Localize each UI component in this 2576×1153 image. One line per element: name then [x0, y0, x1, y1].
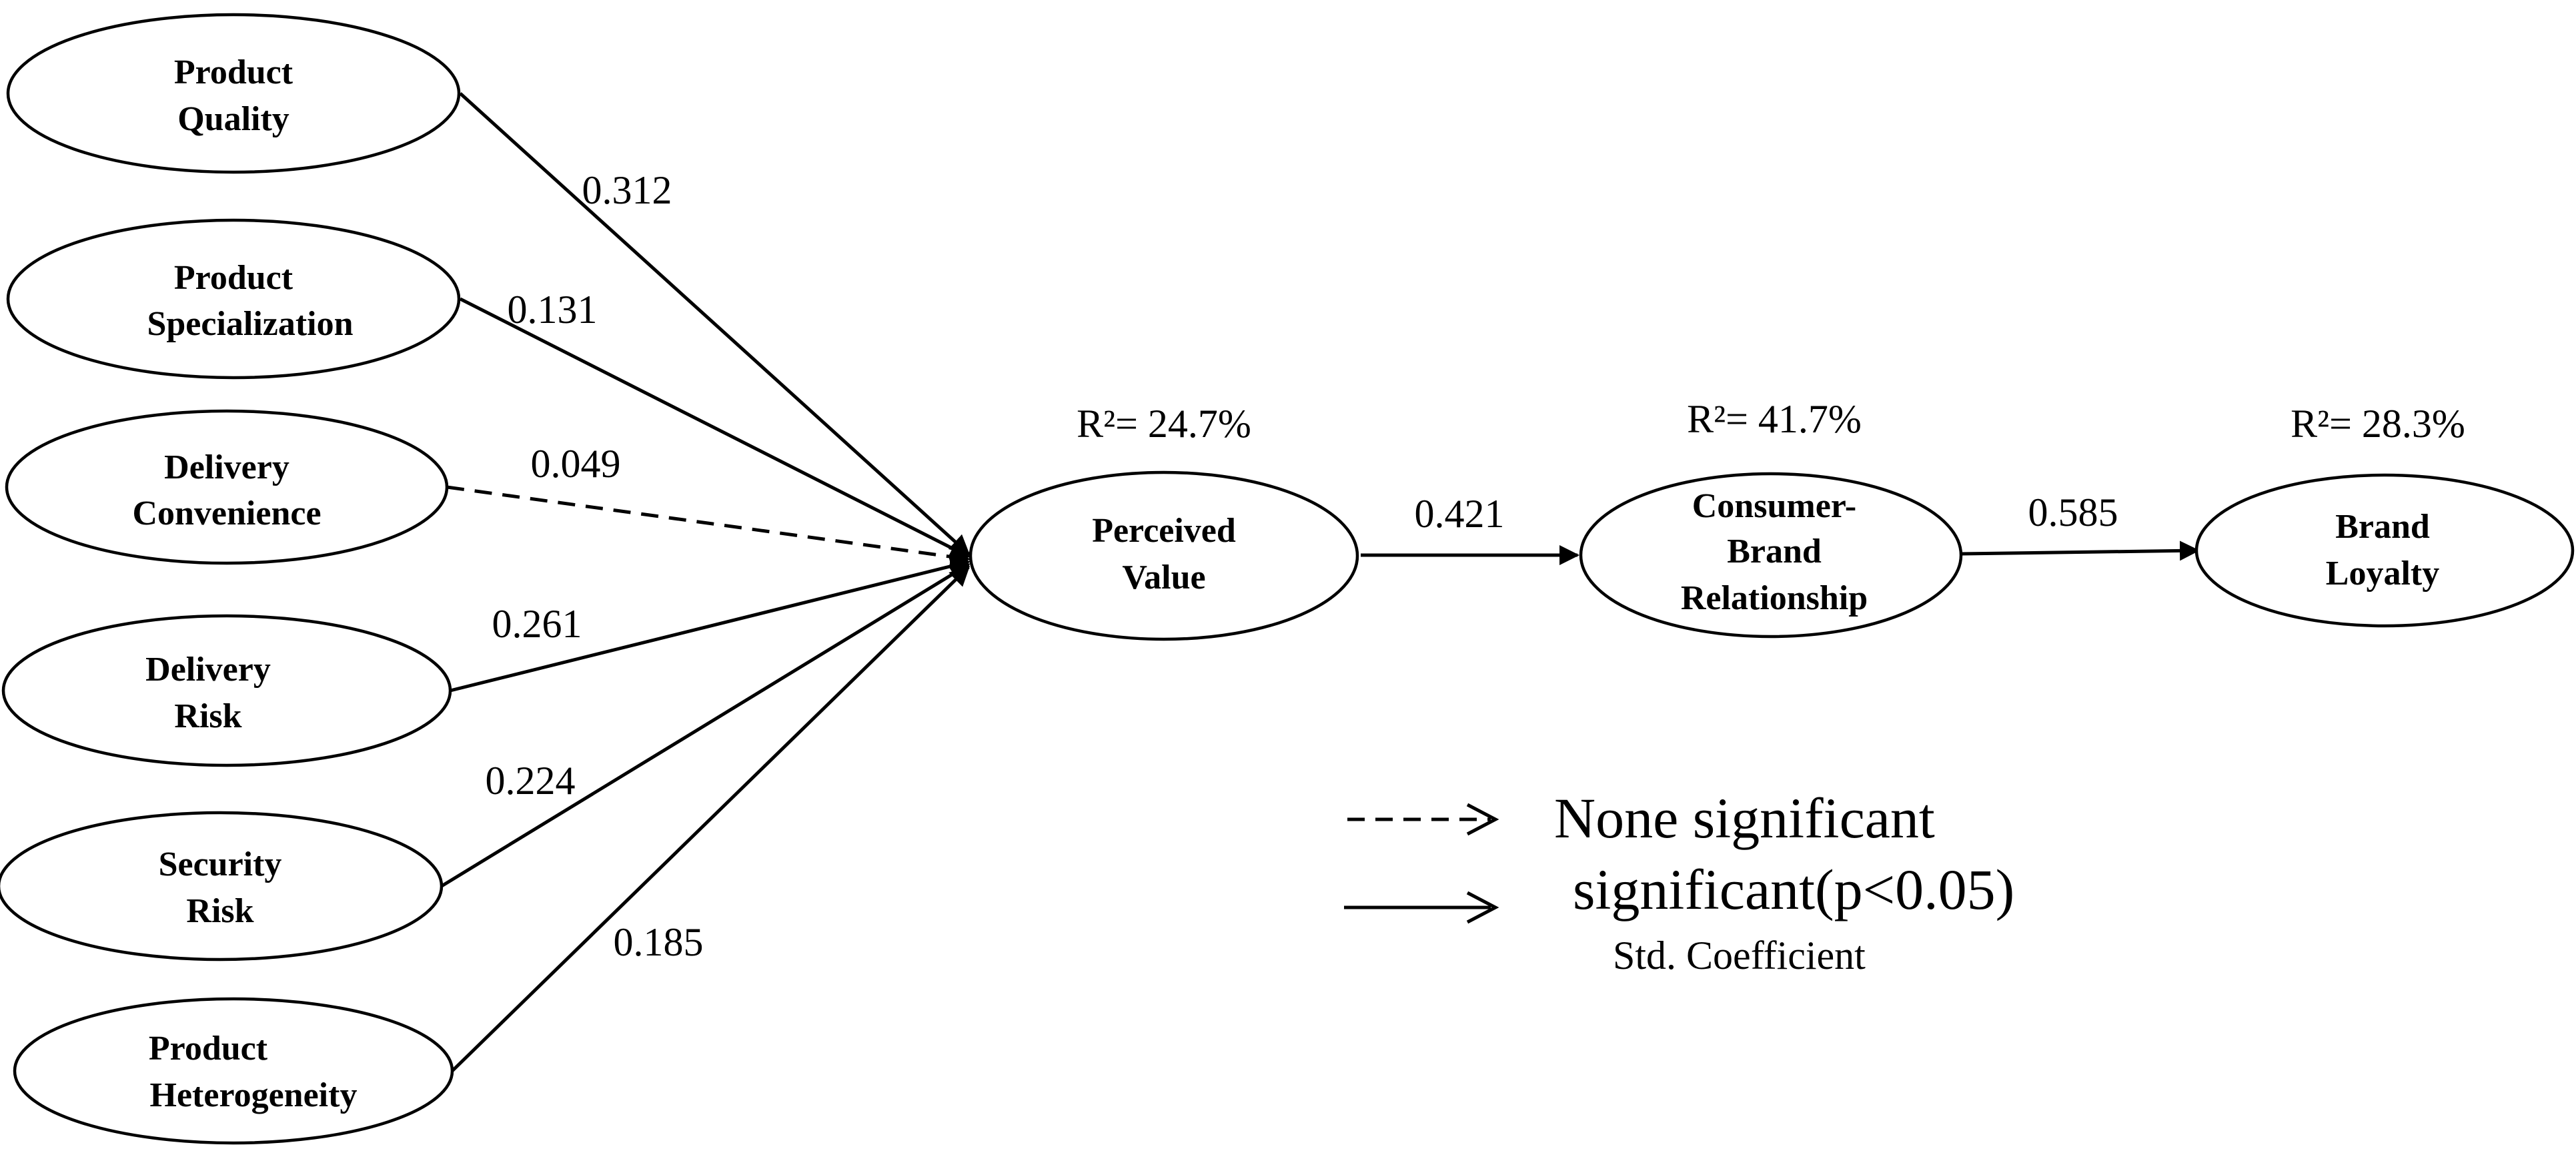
legend-dashed-label: None significant	[1554, 786, 1935, 850]
coefficient-labels: 0.312 0.131 0.049 0.261 0.224 0.185 0.42…	[486, 168, 2118, 964]
coefficient-delivery-risk: 0.261	[492, 602, 582, 646]
path-product-specialization-to-perceived-value	[459, 297, 971, 558]
node-product-quality: Product Quality	[6, 13, 461, 174]
legend-note: Std. Coefficient	[1613, 933, 1866, 978]
node-brand-loyalty: Brand Loyalty	[2194, 473, 2575, 628]
legend-solid-arrowhead	[1466, 891, 1499, 924]
node-label-line: Loyalty	[2326, 554, 2439, 593]
legend: None significant significant(p<0.05) Std…	[1344, 786, 2014, 978]
path-product-quality-to-perceived-value	[459, 92, 971, 556]
node-label-line: Product	[174, 259, 293, 297]
legend-solid-label: significant(p<0.05)	[1573, 857, 2014, 921]
legend-dashed-arrowhead	[1466, 803, 1499, 836]
node-label-line: Perceived	[1092, 512, 1236, 550]
node-label-line: Consumer-	[1692, 487, 1857, 525]
node-perceived-value: Perceived Value	[969, 470, 1359, 641]
node-delivery-convenience: Delivery Convenience	[5, 409, 449, 565]
node-label-line: Brand	[2335, 508, 2430, 546]
node-label-line: Specialization	[147, 305, 353, 343]
node-label-line: Value	[1122, 558, 1205, 597]
coefficient-delivery-convenience: 0.049	[531, 442, 621, 486]
node-product-heterogeneity: Product Heterogeneity	[13, 997, 454, 1145]
path-delivery-convenience-to-perceived-value	[446, 485, 971, 567]
edges	[440, 92, 2200, 1072]
node-label-line: Product	[149, 1030, 268, 1068]
path-security-risk-to-perceived-value	[440, 562, 971, 888]
path-delivery-risk-to-perceived-value	[450, 556, 971, 693]
r-squared-consumer-brand-relationship: R²= 41.7%	[1687, 397, 1862, 441]
node-product-specialization: Product Specialization	[6, 218, 461, 380]
coefficient-cbr-to-brand-loyalty: 0.585	[2028, 490, 2118, 534]
node-label-line: Delivery	[164, 448, 289, 486]
node-delivery-risk: Delivery Risk	[1, 614, 452, 767]
node-label-line: Brand	[1727, 532, 1822, 570]
r-squared-brand-loyalty: R²= 28.3%	[2291, 402, 2465, 446]
node-label-line: Delivery	[145, 651, 271, 689]
node-label-line: Heterogeneity	[150, 1076, 358, 1114]
coefficient-product-quality: 0.312	[582, 168, 672, 212]
path-consumer-brand-relationship-to-brand-loyalty	[1960, 540, 2200, 561]
coefficient-product-heterogeneity: 0.185	[614, 920, 704, 964]
node-label-line: Relationship	[1681, 579, 1868, 617]
r-squared-labels: R²= 24.7% R²= 41.7% R²= 28.3%	[1077, 397, 2465, 446]
coefficient-product-specialization: 0.131	[508, 288, 598, 332]
node-label-line: Risk	[174, 697, 241, 735]
node-consumer-brand-relationship: Consumer- Brand Relationship	[1579, 472, 1963, 639]
node-label-line: Quality	[177, 100, 289, 138]
node-label-line: Risk	[186, 892, 253, 930]
coefficient-security-risk: 0.224	[486, 759, 576, 803]
node-label-line: Security	[159, 845, 282, 883]
path-product-heterogeneity-to-perceived-value	[451, 565, 971, 1072]
r-squared-perceived-value: R²= 24.7%	[1077, 402, 1251, 446]
coefficient-perceived-value-to-cbr: 0.421	[1415, 492, 1505, 536]
node-label-line: Product	[174, 53, 293, 91]
node-label-line: Convenience	[132, 494, 321, 532]
node-security-risk: Security Risk	[0, 811, 444, 962]
